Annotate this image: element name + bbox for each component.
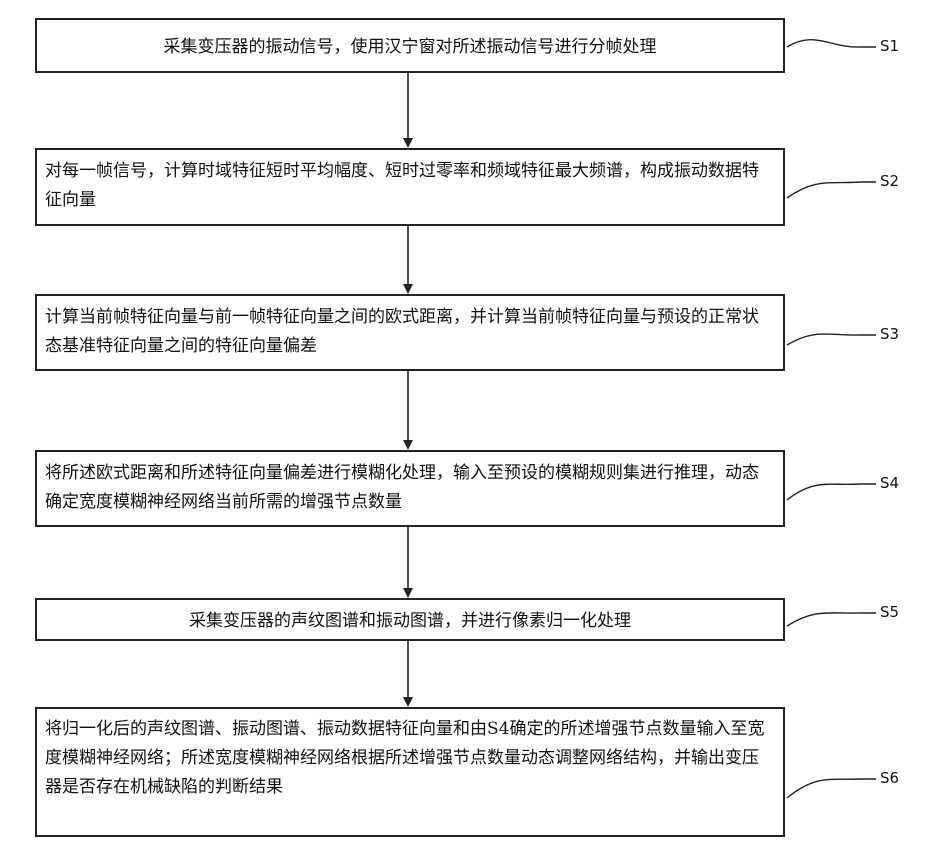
step-text-s5: 采集变压器的声纹图谱和振动图谱，并进行像素归一化处理 (189, 611, 631, 631)
leader-s3 (787, 334, 876, 345)
step-text-s4: 将所述欧式距离和所述特征向量偏差进行模糊化处理，输入至预设的模糊规则集进行推理，… (45, 463, 759, 512)
step-label-s4: S4 (880, 474, 899, 492)
step-label-s6: S6 (880, 769, 899, 787)
step-text-s2: 对每一帧信号，计算时域特征短时平均幅度、短时过零率和频域特征最大频谱，构成振动数… (45, 161, 759, 210)
leader-s4 (787, 484, 876, 500)
leader-s6 (787, 779, 876, 798)
step-label-s2: S2 (880, 172, 899, 190)
step-text-s3: 计算当前帧特征向量与前一帧特征向量之间的欧式距离，并计算当前帧特征向量与预设的正… (45, 307, 759, 356)
step-label-s5: S5 (880, 603, 899, 621)
leader-s5 (787, 613, 876, 626)
leader-s2 (787, 182, 876, 198)
step-box-s2: 对每一帧信号，计算时域特征短时平均幅度、短时过零率和频域特征最大频谱，构成振动数… (35, 148, 785, 226)
step-box-s4: 将所述欧式距离和所述特征向量偏差进行模糊化处理，输入至预设的模糊规则集进行推理，… (35, 450, 785, 527)
step-text-s1: 采集变压器的振动信号，使用汉宁窗对所述振动信号进行分帧处理 (164, 37, 657, 57)
step-text-s6: 将归一化后的声纹图谱、振动图谱、振动数据特征向量和由S4确定的所述增强节点数量输… (45, 719, 764, 797)
step-box-s5: 采集变压器的声纹图谱和振动图谱，并进行像素归一化处理 (35, 598, 785, 641)
step-box-s6: 将归一化后的声纹图谱、振动图谱、振动数据特征向量和由S4确定的所述增强节点数量输… (35, 707, 785, 837)
leader-s1 (787, 40, 876, 47)
step-label-s3: S3 (880, 325, 899, 343)
step-box-s3: 计算当前帧特征向量与前一帧特征向量之间的欧式距离，并计算当前帧特征向量与预设的正… (35, 294, 785, 371)
step-label-s1: S1 (880, 37, 899, 55)
step-box-s1: 采集变压器的振动信号，使用汉宁窗对所述振动信号进行分帧处理 (35, 18, 785, 73)
